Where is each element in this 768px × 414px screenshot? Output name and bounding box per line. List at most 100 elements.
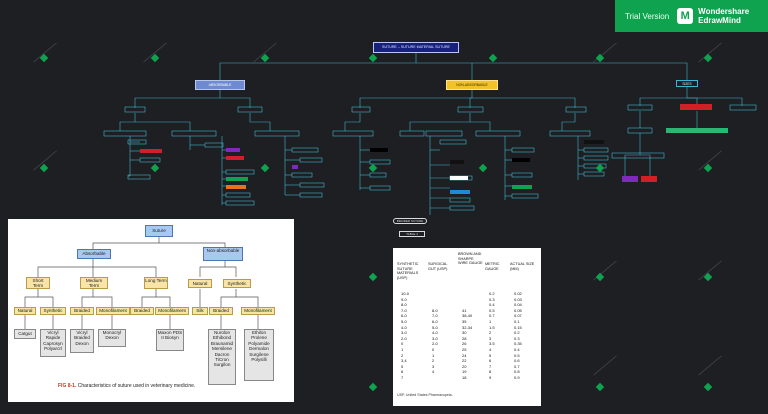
table-cell: 1 <box>489 319 492 324</box>
figure-node-l3: Braided <box>209 307 233 315</box>
suture-classification-figure[interactable]: Suture Absorbable Non-absorbable Short T… <box>8 219 294 402</box>
figure-node-l4: Ethilon Prolene Polyamide Dermalon Surgi… <box>244 329 274 381</box>
table-cell: 22 <box>462 358 467 364</box>
floating-topic[interactable]: BRAIDED SUTURE <box>393 218 427 224</box>
table-cell: 0.04 <box>514 302 522 308</box>
table-cell: 0.2 <box>514 330 520 336</box>
table-cell: 2 <box>489 330 492 336</box>
table-cell: 19 <box>462 369 467 375</box>
table-cell: 1.5 <box>489 324 495 330</box>
table-cell: 7-0 <box>401 307 407 313</box>
table-cell: 0.15 <box>514 324 522 330</box>
watermark-icon <box>39 53 48 62</box>
table-cell: 2-0 <box>432 341 438 347</box>
table-header: BROWN AND SHARPE WIRE GAUGE <box>458 252 483 266</box>
table-cell: 3 <box>489 335 492 341</box>
figure-node-l3: Braided <box>130 307 154 315</box>
table-cell: 26 <box>462 341 467 347</box>
figure-node-non-absorbable: Non-absorbable <box>203 247 243 261</box>
table-cell: 0.2 <box>489 291 495 296</box>
table-cell: 3-0 <box>401 330 407 336</box>
table-cell: 0 <box>401 341 404 347</box>
suture-size-table[interactable] <box>393 248 541 406</box>
table-cell: 7 <box>401 375 404 380</box>
table-cell: 0.7 <box>489 313 495 319</box>
figure-node-l3: Natural <box>14 307 36 315</box>
topic-sizes[interactable]: SIZES <box>676 80 698 87</box>
figure-node-short-term: Short Term <box>26 277 50 289</box>
floating-topic[interactable]: TABLE 4 <box>399 231 425 237</box>
table-cell: 5 <box>401 363 404 369</box>
table-cell: 0.8 <box>514 369 520 375</box>
figure-node-l3: Silk <box>192 307 208 315</box>
figure-node-l4: Catgut <box>14 329 36 339</box>
trial-version-badge[interactable]: Trial Version M Wondershare EdrawMind <box>615 0 768 32</box>
figure-node-suture: Suture <box>145 225 173 237</box>
table-cell: 6 <box>401 369 404 375</box>
table-cell: 1 <box>401 347 404 352</box>
table-cell: 5 <box>489 352 492 358</box>
trial-label: Trial Version <box>625 11 670 21</box>
table-cell: 2 <box>401 352 404 358</box>
watermark-icon <box>150 163 159 172</box>
table-footnote: USP, United States Pharmacopeia. <box>397 393 453 397</box>
figure-node-l4: Monocryl Dexon <box>98 329 126 347</box>
topic-absorbable[interactable]: ABSORBABLE <box>195 80 245 90</box>
watermark-icon <box>703 53 712 62</box>
table-cell: 7-0 <box>432 313 438 319</box>
table-cell: 0.4 <box>514 347 520 352</box>
brand-name: Wondershare EdrawMind <box>698 7 750 25</box>
table-cell: 0.7 <box>514 363 520 369</box>
watermark-icon <box>595 163 604 172</box>
table-cell: 4-0 <box>432 330 438 336</box>
topic-non-absorbable[interactable]: NON-ABSORBABLE <box>446 80 498 90</box>
table-cell: 18 <box>462 375 467 380</box>
table-cell: 25 <box>462 347 467 352</box>
table-cell: 32-34 <box>462 324 473 330</box>
watermark-icon <box>150 53 159 62</box>
table-cell: 0.02 <box>514 291 522 296</box>
figure-node-natural: Natural <box>188 279 212 288</box>
watermark-icon <box>260 53 269 62</box>
table-cell: 6-0 <box>432 319 438 324</box>
figure-connectors <box>24 237 259 329</box>
table-cell: 8 <box>489 369 492 375</box>
table-cell: 35 <box>462 319 467 324</box>
figure-node-synthetic: Synthetic <box>223 279 251 288</box>
table-cell: 10-0 <box>401 291 410 296</box>
table-cell: 4 <box>432 369 435 375</box>
table-cell: 0.9 <box>514 375 520 380</box>
table-cell: 5-0 <box>401 319 407 324</box>
table-cell: 4-0 <box>401 324 407 330</box>
table-cell: 0.35 <box>514 341 522 347</box>
table-cell: 9 <box>489 375 492 380</box>
figure-node-l4: Maxon PDS II Biosyn <box>156 329 184 351</box>
figure-node-medium-term: Medium Term <box>80 277 108 289</box>
table-header: SURGICAL GUT (USP) <box>428 262 448 271</box>
watermark-icon <box>39 163 48 172</box>
figure-caption: FIG 8-1. Characteristics of suture used … <box>58 383 196 389</box>
table-cell: 0.5 <box>489 307 495 313</box>
table-cell: 0.07 <box>514 313 522 319</box>
table-cell: 3,4 <box>401 358 407 364</box>
table-cell: 0.4 <box>489 302 495 308</box>
watermark-icon <box>703 163 712 172</box>
figure-node-l3: Synthetic <box>40 307 66 315</box>
figure-node-l3: Braided <box>70 307 94 315</box>
table-cell: 1 <box>432 352 435 358</box>
table-header: ACTUAL SIZE (MM) <box>510 262 535 271</box>
figure-node-l4: Nurolon Ethibond Braunamid Mersilene Dac… <box>208 329 236 385</box>
table-header: METRIC GAUGE <box>485 262 500 271</box>
watermark-icon <box>368 163 377 172</box>
figure-node-l4: Vicryl Rapide Caprosyn Polyarcrl <box>40 329 66 357</box>
figure-node-absorbable: Absorbable <box>77 249 111 259</box>
figure-node-long-term: Long Term <box>144 277 168 289</box>
watermark-icon <box>260 163 269 172</box>
figure-node-l3: Monofilament <box>241 307 275 315</box>
watermark-icon <box>595 382 604 391</box>
root-topic[interactable]: SUTURE – SUTURE MATERIAL SUTURE <box>373 42 459 53</box>
figure-node-l3: Monofilament <box>155 307 189 315</box>
table-cell: 38-40 <box>462 313 473 319</box>
table-cell: 8-0 <box>401 302 407 308</box>
